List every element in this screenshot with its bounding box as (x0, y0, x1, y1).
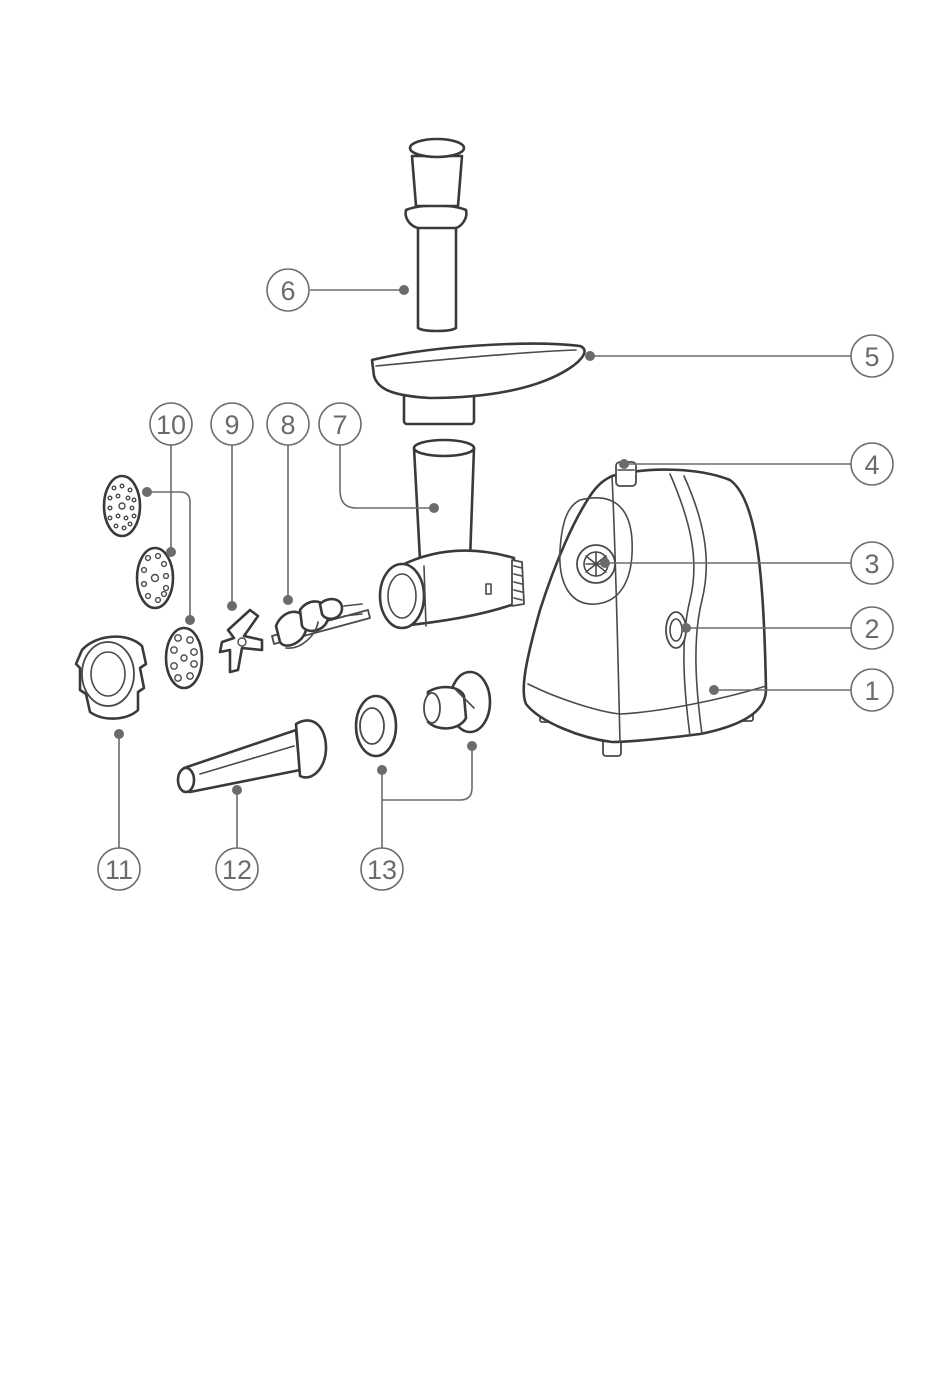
auger-screw (272, 599, 370, 648)
callout-7: 7 (319, 403, 361, 445)
callout-6: 6 (267, 269, 309, 311)
cross-blade (220, 610, 262, 672)
svg-text:9: 9 (224, 410, 239, 440)
sausage-nozzle (178, 720, 326, 792)
cutting-plate-coarse (166, 628, 202, 688)
svg-text:11: 11 (105, 855, 133, 885)
callout-12: 12 (216, 848, 258, 890)
callout-2: 2 (851, 607, 893, 649)
svg-text:5: 5 (864, 342, 879, 372)
svg-text:4: 4 (864, 450, 879, 480)
feeding-tray (372, 344, 585, 424)
svg-text:8: 8 (280, 410, 295, 440)
callout-8: 8 (267, 403, 309, 445)
cutting-plate-fine (104, 476, 140, 536)
svg-text:7: 7 (332, 410, 347, 440)
svg-text:6: 6 (280, 276, 295, 306)
svg-text:10: 10 (156, 410, 186, 440)
callout-9: 9 (211, 403, 253, 445)
svg-text:3: 3 (864, 549, 879, 579)
svg-text:2: 2 (864, 614, 879, 644)
callout-4: 4 (851, 443, 893, 485)
grinder-head (380, 440, 524, 628)
callout-10: 10 (150, 403, 192, 445)
motor-housing (524, 462, 766, 756)
svg-text:13: 13 (367, 855, 397, 885)
callout-13: 13 (361, 848, 403, 890)
callout-5: 5 (851, 335, 893, 377)
leader-13 (382, 746, 472, 848)
svg-text:12: 12 (222, 855, 252, 885)
cutting-plate-medium (137, 548, 173, 608)
callout-11: 11 (98, 848, 140, 890)
svg-text:1: 1 (864, 676, 879, 706)
callout-3: 3 (851, 542, 893, 584)
food-pusher (406, 139, 467, 331)
ring-nut (76, 637, 146, 719)
callout-1: 1 (851, 669, 893, 711)
